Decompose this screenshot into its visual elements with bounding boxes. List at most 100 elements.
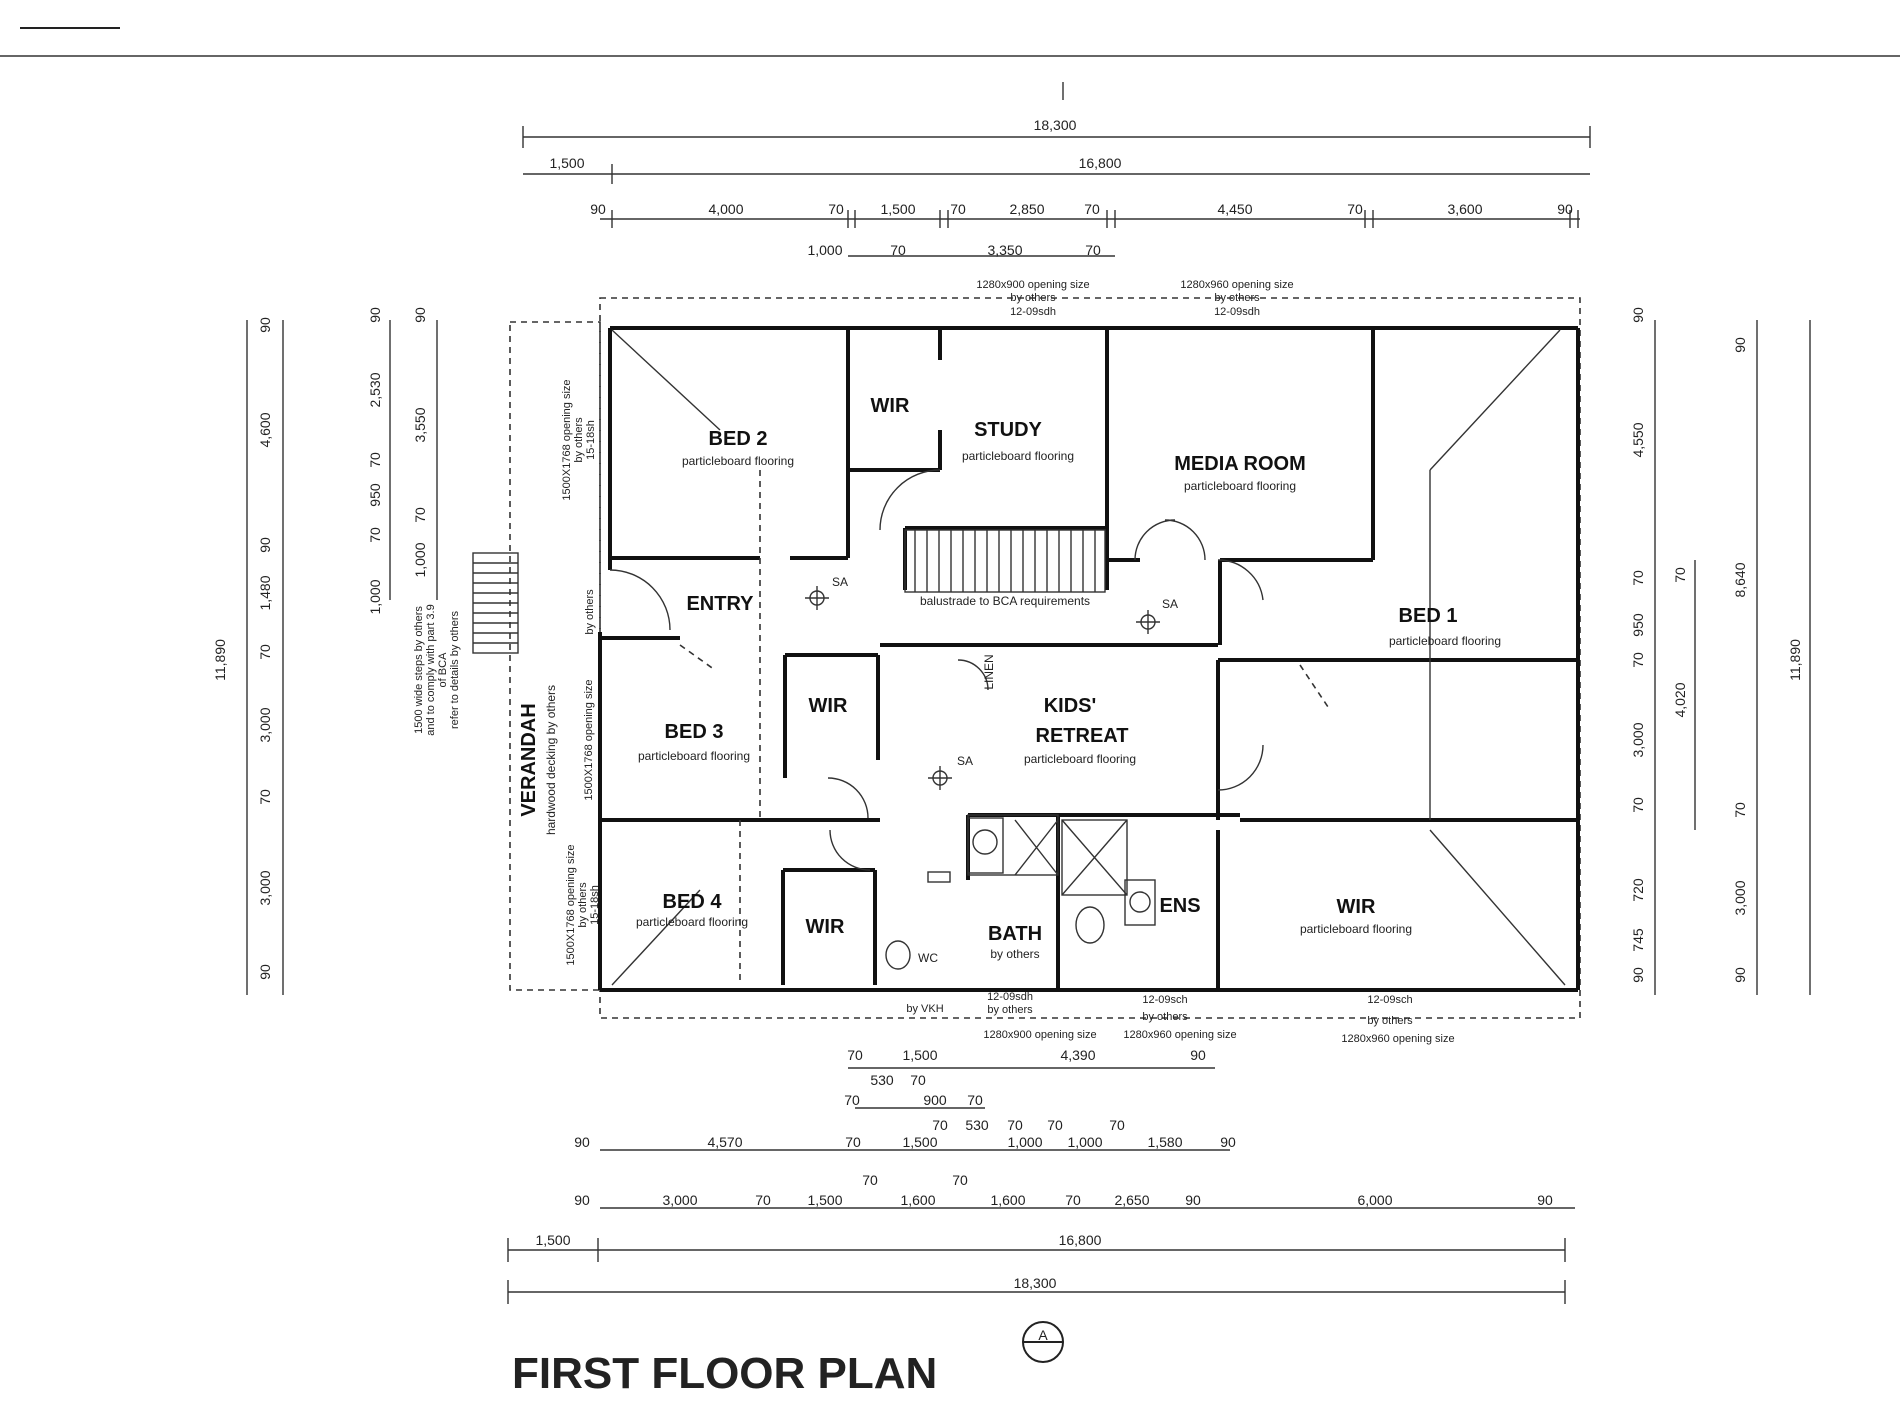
svg-text:900: 900 xyxy=(923,1092,947,1108)
svg-text:4,020: 4,020 xyxy=(1672,682,1688,717)
page-title: FIRST FLOOR PLAN xyxy=(512,1349,937,1398)
svg-text:1,000: 1,000 xyxy=(412,542,428,577)
dim-top-row-10: 90 xyxy=(1557,201,1573,217)
svg-text:4,390: 4,390 xyxy=(1060,1047,1095,1063)
svg-text:1,500: 1,500 xyxy=(902,1047,937,1063)
note-window-top2-a: 1280x960 opening size xyxy=(1180,279,1293,291)
sa-label-1: SA xyxy=(832,575,848,589)
svg-text:70: 70 xyxy=(1630,570,1646,586)
room-bed4-name: BED 4 xyxy=(663,891,723,913)
svg-text:1,000: 1,000 xyxy=(1067,1134,1102,1150)
room-bed4-floor: particleboard flooring xyxy=(636,915,748,929)
svg-text:1500X1768 opening size: 1500X1768 opening size xyxy=(583,679,595,800)
room-wir-bed1-floor: particleboard flooring xyxy=(1300,922,1412,936)
dim-top-row-5: 2,850 xyxy=(1009,201,1044,217)
svg-text:70: 70 xyxy=(844,1092,860,1108)
svg-text:70: 70 xyxy=(847,1047,863,1063)
svg-text:3,000: 3,000 xyxy=(1630,722,1646,757)
svg-text:and to comply with part 3.9: and to comply with part 3.9 xyxy=(425,604,437,735)
svg-text:70: 70 xyxy=(367,527,383,543)
smoke-alarms: SA SA SA xyxy=(805,575,1178,790)
svg-text:2,530: 2,530 xyxy=(367,372,383,407)
svg-text:530: 530 xyxy=(965,1117,989,1133)
svg-text:70: 70 xyxy=(967,1092,983,1108)
svg-text:8,640: 8,640 xyxy=(1732,562,1748,597)
svg-text:90: 90 xyxy=(1537,1192,1553,1208)
svg-text:70: 70 xyxy=(1630,652,1646,668)
note-window-top1-a: 1280x900 opening size xyxy=(976,279,1089,291)
svg-text:1500 wide steps by others: 1500 wide steps by others xyxy=(413,606,425,734)
svg-text:3,550: 3,550 xyxy=(412,407,428,442)
svg-text:90: 90 xyxy=(257,537,273,553)
svg-text:720: 720 xyxy=(1630,878,1646,902)
svg-text:70: 70 xyxy=(845,1134,861,1150)
section-marker: A xyxy=(1022,1321,1064,1363)
room-bed2-floor: particleboard flooring xyxy=(682,454,794,468)
dim-top-main: 16,800 xyxy=(1079,155,1122,171)
sa-label-2: SA xyxy=(1162,597,1178,611)
room-entry-name: ENTRY xyxy=(686,593,754,615)
svg-text:1500X1768 opening size: 1500X1768 opening size xyxy=(565,844,577,965)
svg-text:1,580: 1,580 xyxy=(1147,1134,1182,1150)
svg-text:12-09sch: 12-09sch xyxy=(1367,994,1412,1006)
dim-top-row-8: 70 xyxy=(1347,201,1363,217)
svg-text:90: 90 xyxy=(1185,1192,1201,1208)
svg-text:950: 950 xyxy=(1630,613,1646,637)
dim-bottom-main: 16,800 xyxy=(1059,1232,1102,1248)
svg-text:70: 70 xyxy=(1047,1117,1063,1133)
stair-notes: 1500 wide steps by others and to comply … xyxy=(413,604,461,735)
window-notes-left: 1500X1768 opening size by others 15-18sh… xyxy=(561,379,601,965)
svg-text:70: 70 xyxy=(1065,1192,1081,1208)
svg-text:745: 745 xyxy=(1630,928,1646,952)
svg-text:70: 70 xyxy=(1109,1117,1125,1133)
room-media-name: MEDIA ROOM xyxy=(1174,453,1305,475)
svg-text:70: 70 xyxy=(910,1072,926,1088)
svg-text:by others: by others xyxy=(577,882,589,928)
building-walls xyxy=(509,297,1581,1019)
dim-top-overall: 18,300 xyxy=(1034,117,1077,133)
svg-text:70: 70 xyxy=(862,1172,878,1188)
dim-bottom-overall: 18,300 xyxy=(1014,1275,1057,1291)
dim-top-row-9: 3,600 xyxy=(1447,201,1482,217)
room-bed3-name: BED 3 xyxy=(665,721,724,743)
svg-text:70: 70 xyxy=(1630,797,1646,813)
top-dimensions: 18,300 1,500 16,800 90 4,000 70 1,500 70… xyxy=(522,82,1591,258)
svg-text:70: 70 xyxy=(1732,802,1748,818)
note-vkh: by VKH xyxy=(906,1003,943,1015)
room-study-name: STUDY xyxy=(974,419,1042,441)
svg-text:12-09sdh: 12-09sdh xyxy=(987,991,1033,1003)
svg-text:of BCA: of BCA xyxy=(437,652,449,688)
svg-text:90: 90 xyxy=(257,964,273,980)
svg-text:15-18sh: 15-18sh xyxy=(589,885,601,925)
room-wir-top-name: WIR xyxy=(871,395,910,417)
svg-text:3,000: 3,000 xyxy=(1732,880,1748,915)
room-ens-name: ENS xyxy=(1159,895,1200,917)
room-wc-name: WC xyxy=(918,951,938,965)
bath-fixtures xyxy=(885,814,1156,970)
room-labels: BED 2 particleboard flooring WIR STUDY p… xyxy=(518,395,1501,965)
svg-text:3,000: 3,000 xyxy=(257,707,273,742)
svg-text:90: 90 xyxy=(1630,307,1646,323)
room-bed1-name: BED 1 xyxy=(1399,605,1458,627)
note-door-entry: by others xyxy=(584,589,596,635)
dim-top-row-6: 70 xyxy=(1084,201,1100,217)
dim-top-row-2: 70 xyxy=(828,201,844,217)
door-swings xyxy=(609,469,1264,871)
svg-text:70: 70 xyxy=(412,507,428,523)
left-dimensions: 11,890 90 4,600 90 1,480 70 3,000 70 3,0… xyxy=(212,307,438,995)
svg-text:by others: by others xyxy=(1367,1015,1413,1027)
svg-text:70: 70 xyxy=(932,1117,948,1133)
dim-top-row-3: 1,500 xyxy=(880,201,915,217)
svg-text:90: 90 xyxy=(1190,1047,1206,1063)
section-marker-label: A xyxy=(1038,1327,1048,1343)
svg-text:90: 90 xyxy=(574,1192,590,1208)
svg-text:530: 530 xyxy=(870,1072,894,1088)
svg-text:by others: by others xyxy=(1142,1011,1188,1023)
note-balustrade: balustrade to BCA requirements xyxy=(920,594,1090,608)
svg-text:70: 70 xyxy=(367,452,383,468)
dim-right-overall: 11,890 xyxy=(1787,639,1803,681)
svg-text:1280x960 opening size: 1280x960 opening size xyxy=(1123,1029,1236,1041)
svg-text:90: 90 xyxy=(1630,967,1646,983)
svg-text:1,000: 1,000 xyxy=(367,579,383,614)
svg-text:1500X1768 opening size: 1500X1768 opening size xyxy=(561,379,573,500)
